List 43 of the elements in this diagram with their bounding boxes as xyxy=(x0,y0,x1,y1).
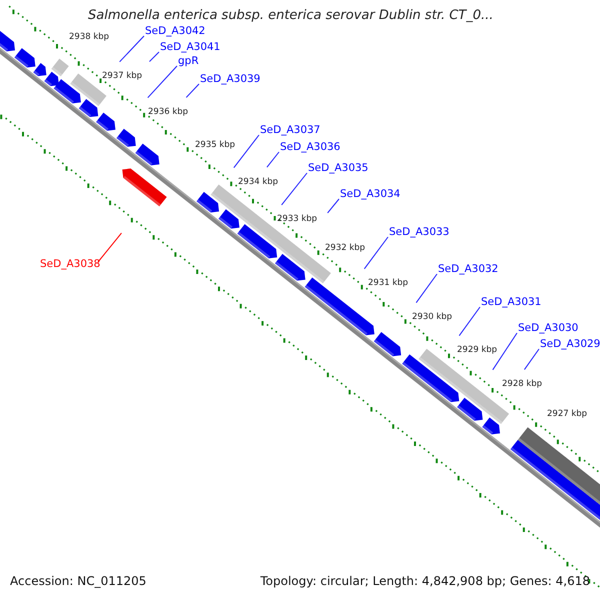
leader-line xyxy=(266,152,280,168)
gene-label: gpR xyxy=(178,56,199,68)
scale-label: 2933 kbp xyxy=(277,215,318,224)
gene-label: SeD_A3041 xyxy=(160,42,220,54)
scale-label: 2929 kbp xyxy=(457,346,498,356)
gene-label: SeD_A3039 xyxy=(200,74,260,86)
scale-label: 2934 kbp xyxy=(238,178,278,188)
scale-label: 2935 kbp xyxy=(195,141,236,150)
genome-stats-text: Topology: circular; Length: 4,842,908 bp; Genes: 4,618 xyxy=(260,575,590,588)
leader-line xyxy=(148,52,160,62)
scale-label: 2928 kbp xyxy=(502,380,542,390)
scale-label: 2938 kbp xyxy=(69,33,110,42)
scale-label: 2927 kbp xyxy=(547,410,588,420)
leader-line xyxy=(492,332,518,370)
gene-label: SeD_A3037 xyxy=(260,125,320,137)
accession-text: Accession: NC_011205 xyxy=(10,575,146,588)
gene-label: SeD_A3038 xyxy=(40,259,100,271)
scale-label: 2931 kbp xyxy=(368,279,408,288)
gene-label: SeD_A3033 xyxy=(389,227,450,239)
gene-label: SeD_A3036 xyxy=(280,142,340,154)
leader-line xyxy=(327,198,340,214)
scale-label: 2932 kbp xyxy=(325,244,366,254)
leader-line xyxy=(281,172,308,206)
leader-line xyxy=(147,66,178,98)
gene-label: SeD_A3031 xyxy=(481,297,542,309)
scale-label: 2937 kbp xyxy=(102,72,142,82)
gene-label: SeD_A3042 xyxy=(145,26,206,38)
leader-line xyxy=(416,274,438,304)
leader-line xyxy=(119,36,144,62)
title: Salmonella enterica subsp. enterica serovar Dublin str. CT_0... xyxy=(88,9,494,24)
leader-line xyxy=(364,236,388,270)
gene-label: SeD_A3030 xyxy=(518,323,578,335)
gene-label: SeD_A3035 xyxy=(308,163,368,175)
scale-label: 2936 kbp xyxy=(148,108,188,118)
gene-label: SeD_A3029 xyxy=(540,339,600,351)
gene-label: SeD_A3034 xyxy=(340,189,400,201)
leader-line xyxy=(98,232,122,262)
leader-line xyxy=(233,134,260,168)
scale-label: 2930 kbp xyxy=(412,313,452,322)
gene-label: SeD_A3032 xyxy=(438,264,498,276)
leader-line xyxy=(524,348,540,370)
leader-line xyxy=(186,84,200,98)
leader-line xyxy=(458,306,480,336)
